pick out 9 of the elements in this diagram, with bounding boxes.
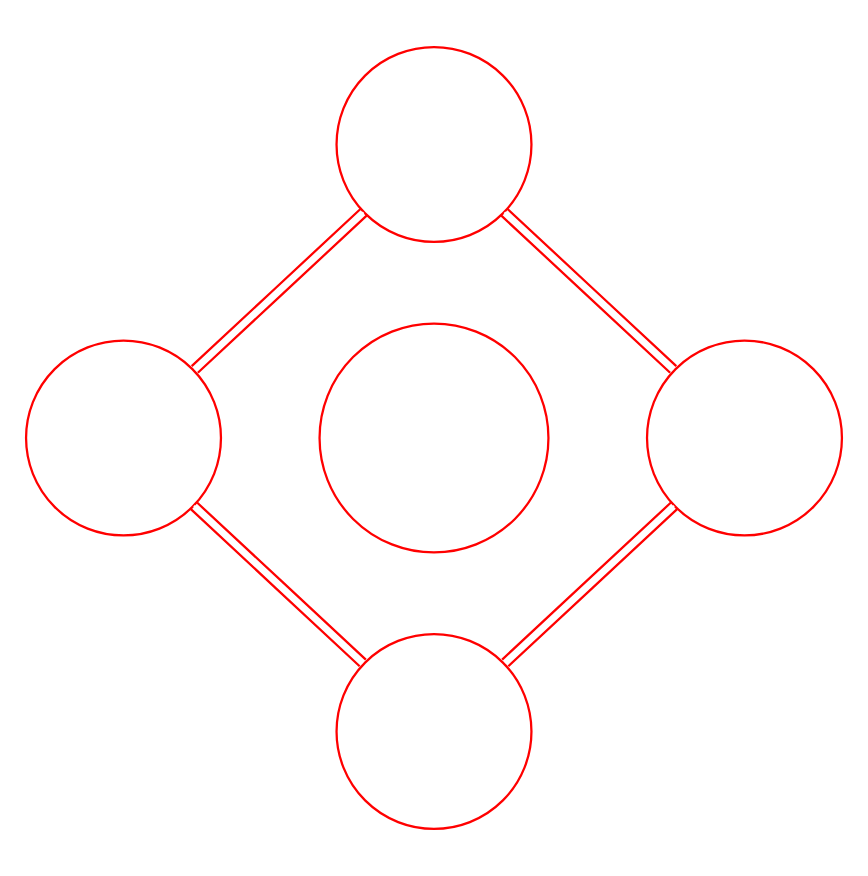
connector	[500, 208, 678, 374]
node-circle	[645, 339, 844, 537]
connector	[501, 501, 678, 668]
node-circle	[318, 322, 550, 554]
node-circle	[335, 45, 533, 244]
node-circle	[335, 632, 533, 831]
connector	[190, 208, 368, 374]
node-circle	[24, 339, 223, 537]
connector	[190, 501, 367, 668]
